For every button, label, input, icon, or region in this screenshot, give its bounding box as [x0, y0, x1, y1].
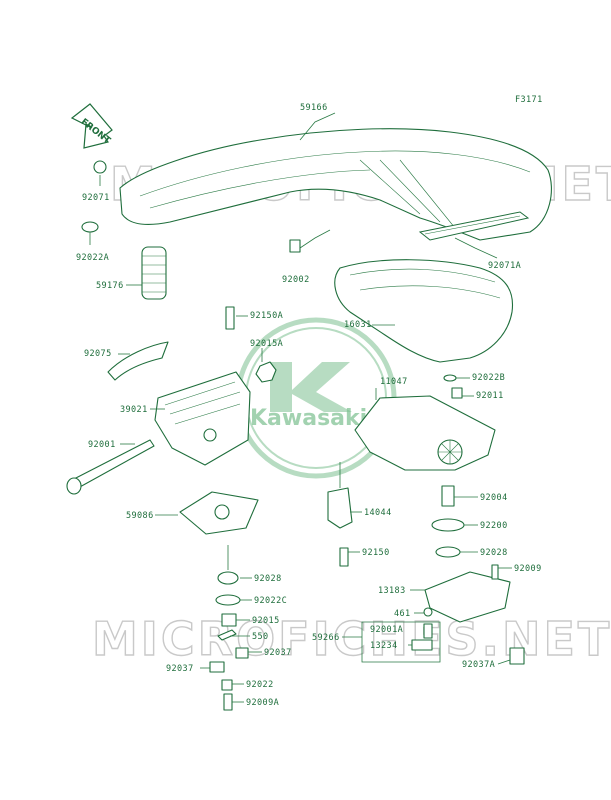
label-461: 461 [394, 609, 411, 619]
front-arrow-icon: FRONT [70, 103, 113, 149]
label-92037A: 92037A [462, 660, 495, 670]
label-13183: 13183 [378, 586, 406, 596]
label-59266: 59266 [312, 633, 340, 643]
label-92022A: 92022A [76, 253, 109, 263]
label-59166: 59166 [300, 103, 328, 113]
label-92037: 92037 [264, 648, 292, 658]
label-92200: 92200 [480, 521, 508, 531]
label-16031: 16031 [344, 320, 372, 330]
label-92037-left: 92037 [166, 664, 194, 674]
hardware [81, 160, 525, 711]
leader-lines [89, 112, 512, 703]
label-92075: 92075 [84, 349, 112, 359]
watermark-bottom: MICROFICHES.NET [92, 612, 611, 666]
label-59176: 59176 [96, 281, 124, 291]
steering-shaft [66, 439, 155, 495]
label-92028-lower: 92028 [254, 574, 282, 584]
label-92001: 92001 [88, 440, 116, 450]
label-92071A: 92071A [488, 261, 521, 271]
logo-text: Kawasaki [250, 406, 367, 431]
bracket-14044 [327, 487, 353, 529]
label-92022: 92022 [246, 680, 274, 690]
label-92009A: 92009A [246, 698, 279, 708]
label-39021: 39021 [120, 405, 148, 415]
kit-bracket [361, 621, 441, 663]
label-11047: 11047 [380, 377, 408, 387]
label-550: 550 [252, 632, 269, 642]
seat-base [334, 259, 514, 363]
label-92015A: 92015A [250, 339, 283, 349]
part-labels: 59166 92071 92022A 92002 92071A 59176 92… [76, 103, 542, 708]
label-59086: 59086 [126, 511, 154, 521]
grip-bracket [107, 341, 169, 381]
mount-plate [179, 491, 259, 535]
label-92002: 92002 [282, 275, 310, 285]
label-92028-upper: 92028 [480, 548, 508, 558]
label-92150A: 92150A [250, 311, 283, 321]
label-92022C: 92022C [254, 596, 287, 606]
label-92009: 92009 [514, 564, 542, 574]
seat-cushion [119, 128, 552, 241]
label-92004: 92004 [480, 493, 508, 503]
steering-housing [154, 371, 251, 466]
label-92022B: 92022B [472, 373, 505, 383]
label-92150: 92150 [362, 548, 390, 558]
label-92071: 92071 [82, 193, 110, 203]
cover-plate [354, 395, 496, 471]
label-14044: 14044 [364, 508, 392, 518]
kawasaki-logo: Kawasaki [235, 317, 397, 479]
rubber-boot [141, 246, 167, 300]
label-92001A: 92001A [370, 625, 403, 635]
label-92015: 92015 [252, 616, 280, 626]
label-13234: 13234 [370, 641, 398, 651]
label-92011: 92011 [476, 391, 504, 401]
figure-code: F3171 [515, 95, 543, 105]
